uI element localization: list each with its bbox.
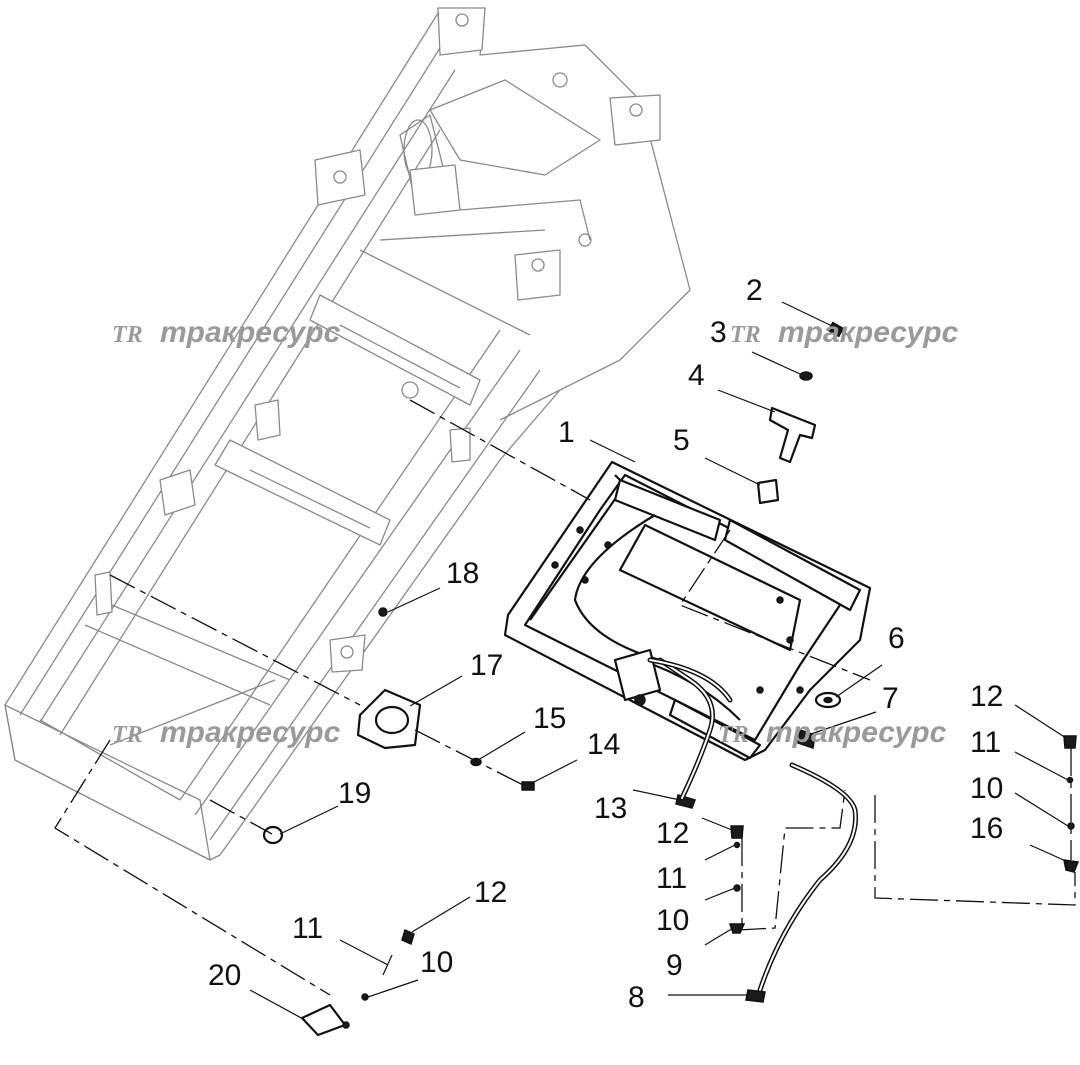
watermark-logo: TR (112, 322, 143, 348)
callout-labels: 1 2 3 4 5 6 7 8 9 10 11 12 13 14 15 16 1… (208, 274, 1003, 1014)
callout-10-center: 10 (656, 904, 689, 937)
callout-11-right: 11 (970, 726, 1001, 759)
callout-8: 8 (628, 981, 645, 1014)
callout-3: 3 (710, 316, 727, 349)
callout-6: 6 (888, 622, 905, 655)
callout-11-left: 11 (292, 912, 323, 945)
leader-lines (249, 301, 1069, 1021)
callout-16: 16 (970, 812, 1003, 845)
watermark-text: тракресурс (766, 716, 947, 749)
callout-13: 13 (594, 792, 627, 825)
watermark-logo: TR (718, 722, 749, 748)
callout-9: 9 (666, 949, 683, 982)
watermark-4: TR тракресурс (718, 716, 947, 749)
watermark-text: тракресурс (160, 316, 341, 349)
callout-10-right: 10 (970, 772, 1003, 805)
callout-12-left: 12 (474, 876, 507, 909)
watermark-text: тракресурс (778, 316, 959, 349)
watermark-3: TR тракресурс (112, 716, 341, 749)
hoses (647, 657, 859, 1003)
callout-12-right: 12 (970, 680, 1003, 713)
watermark-logo: TR (730, 322, 761, 348)
callout-17: 17 (470, 649, 503, 682)
callout-18: 18 (446, 557, 479, 590)
machine-frame (4, 7, 691, 861)
watermark-2: TR тракресурс (730, 316, 959, 349)
callout-12-center: 12 (656, 817, 689, 850)
watermark-logo: TR (112, 722, 143, 748)
callout-10-left: 10 (420, 946, 453, 979)
callout-5: 5 (673, 424, 690, 457)
callout-4: 4 (688, 359, 705, 392)
callout-7: 7 (882, 682, 899, 715)
watermark-text: тракресурс (160, 716, 341, 749)
callout-15: 15 (533, 702, 566, 735)
callout-19: 19 (338, 777, 371, 810)
phantom-lines (54, 399, 1076, 996)
callout-2: 2 (746, 274, 763, 307)
watermark-1: TR тракресурс (112, 316, 341, 349)
callout-11-center: 11 (656, 862, 687, 895)
small-parts (262, 321, 1080, 1037)
seat-frame-part (503, 460, 872, 762)
callout-20: 20 (208, 959, 241, 992)
callout-14: 14 (587, 728, 620, 761)
callout-1: 1 (558, 416, 575, 449)
